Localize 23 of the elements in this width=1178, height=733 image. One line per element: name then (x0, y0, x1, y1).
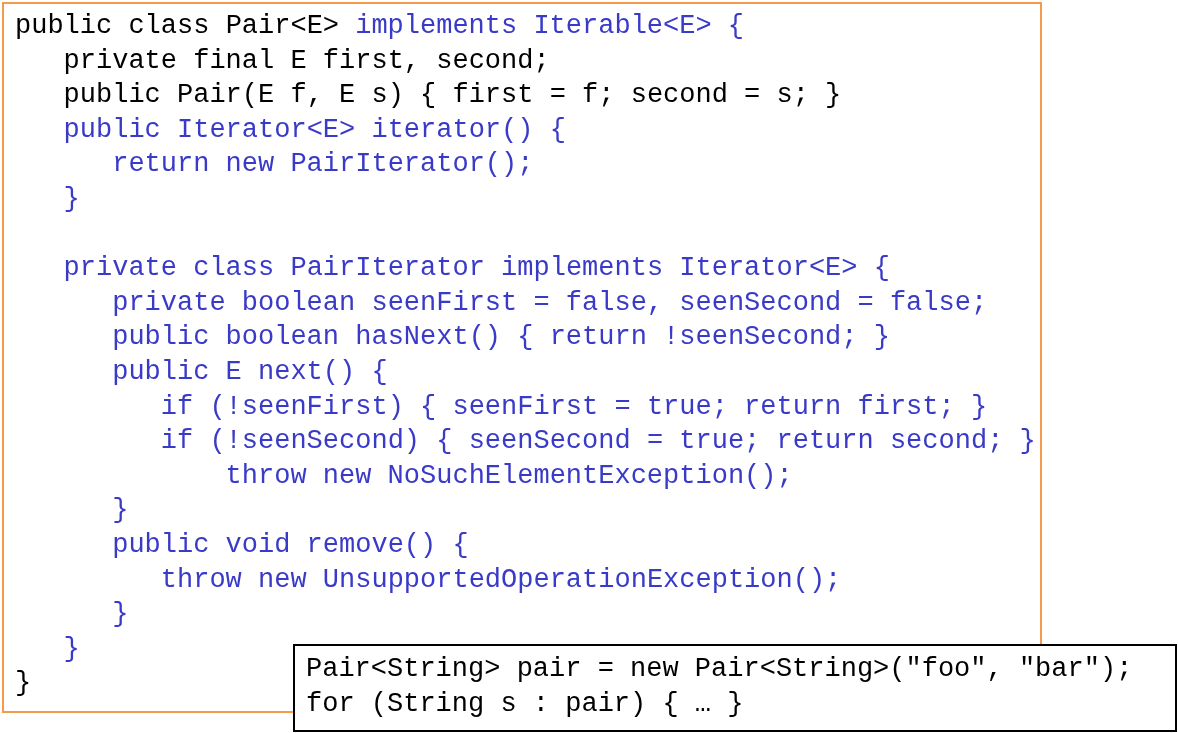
code-line: } (15, 667, 32, 701)
code-line: } (112, 598, 129, 632)
code-line: public Iterator<E> iterator() { (63, 113, 566, 147)
code-line: private class PairIterator implements Iterator<E> { (63, 252, 890, 286)
code-line: public boolean hasNext() { return !seenSecond; } (112, 321, 890, 355)
code-line: private boolean seenFirst = false, seenSecond = false; (112, 286, 988, 320)
code-line: private final E first, second; (63, 44, 550, 78)
code-line: } (63, 632, 80, 666)
code-line: if (!seenFirst) { seenFirst = true; return first; } (160, 390, 988, 424)
code-line: throw new UnsupportedOperationException(); (160, 563, 842, 597)
code-line: return new PairIterator(); (112, 148, 534, 182)
code-line: public void remove() { (112, 529, 469, 562)
code-line: for (String s : pair) { … } (306, 687, 744, 721)
code-snippet-box (293, 644, 1177, 732)
code-line: public E next() { (112, 356, 388, 389)
code-line: public class Pair<E> (15, 10, 340, 43)
code-line: public Pair(E f, E s) { first = f; second = s; } (63, 79, 842, 113)
code-line: } (112, 494, 129, 528)
code-line: if (!seenSecond) { seenSecond = true; return second; } (160, 425, 1036, 459)
code-line: throw new NoSuchElementException(); (225, 459, 793, 493)
code-line: Pair<String> pair = new Pair<String>("foo", "bar"); (306, 653, 1133, 686)
code-line: implements Iterable<E> { (355, 10, 745, 43)
code-line: } (63, 183, 80, 216)
